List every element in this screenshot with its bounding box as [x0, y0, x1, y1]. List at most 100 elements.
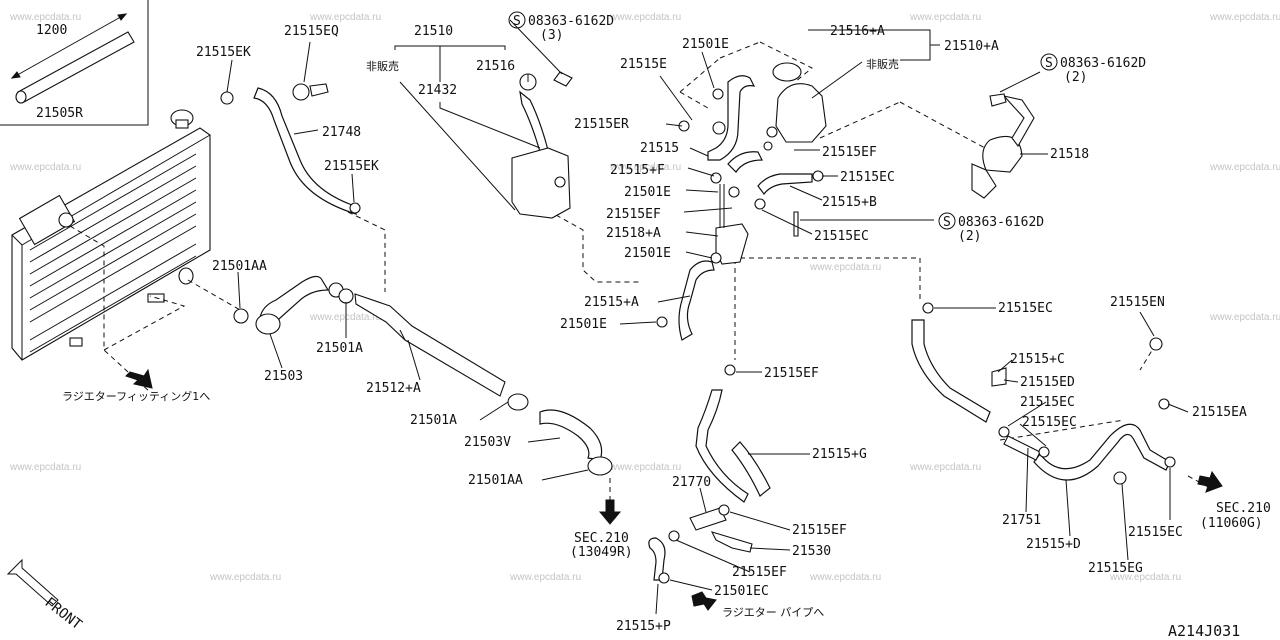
arrow-to-radiator-fitting [125, 368, 153, 389]
watermark: www.epcdata.ru [309, 12, 381, 23]
label-21751: 21751 [1002, 513, 1041, 528]
label-21530: 21530 [792, 544, 831, 559]
label-21515eq: 21515EQ [284, 24, 339, 39]
label-21510: 21510 [414, 24, 453, 39]
label-bolt-3: 08363-6162D [528, 14, 614, 29]
label-21512a: 21512+A [366, 381, 421, 396]
label-21515ek-a: 21515EK [196, 45, 251, 60]
bolt-s-icon [1040, 53, 1058, 71]
label-21515ec-f: 21515EC [1128, 525, 1183, 540]
label-21515e: 21515E [620, 57, 667, 72]
label-21501aa-a: 21501AA [212, 259, 267, 274]
watermark: www.epcdata.ru [609, 462, 681, 473]
label-21515ec-d: 21515EC [1020, 395, 1075, 410]
label-21515g: 21515+G [812, 447, 867, 462]
label-21516a: 21516+A [830, 24, 885, 39]
label-21503: 21503 [264, 369, 303, 384]
label-not-for-sale-a: 非販売 [366, 60, 399, 73]
label-21515ek-b: 21515EK [324, 159, 379, 174]
label-21515p: 21515+P [616, 619, 671, 634]
label-21515ef-c: 21515EF [792, 523, 847, 538]
hoses [253, 62, 1171, 581]
label-radiator-fitting: ラジエターフィッティング1へ [62, 389, 210, 403]
watermark: www.epcdata.ru [209, 572, 281, 583]
dashed-connections [69, 41, 1211, 508]
watermark-grid: www.epcdata.ru www.epcdata.ru www.epcdat… [9, 12, 1280, 583]
label-bolt-3-qty: (3) [540, 28, 563, 43]
label-21501e-mid2: 21501E [624, 246, 671, 261]
label-bolt-2a-qty: (2) [1064, 70, 1087, 85]
label-21432: 21432 [418, 83, 457, 98]
bolt-s-icon [508, 11, 526, 29]
bolt-s-icon: S [513, 14, 521, 29]
label-21515ec-e: 21515EC [1022, 415, 1077, 430]
label-21515ef-d: 21515EF [732, 565, 787, 580]
watermark: www.epcdata.ru [1209, 312, 1280, 323]
label-21515c: 21515+C [1010, 352, 1065, 367]
watermark: www.epcdata.ru [609, 12, 681, 23]
bolt-s-icon: S [1045, 56, 1053, 71]
label-21515ed: 21515ED [1020, 375, 1075, 390]
label-21515eg: 21515EG [1088, 561, 1143, 576]
label-21515a: 21515+A [584, 295, 639, 310]
clamps [220, 71, 1176, 584]
label-21518a: 21518+A [606, 226, 661, 241]
label-21515f: 21515+F [610, 163, 665, 178]
arrow-to-sec210-a [598, 499, 622, 525]
direction-arrows [6, 368, 1223, 611]
label-sec210-a-ref: (13049R) [570, 545, 633, 560]
label-21501ec: 21501EC [714, 584, 769, 599]
label-21503v: 21503V [464, 435, 511, 450]
label-21515ef-b: 21515EF [764, 366, 819, 381]
watermark: www.epcdata.ru [9, 12, 81, 23]
label-21515ec-b: 21515EC [814, 229, 869, 244]
bolt-symbols: S S S [508, 11, 1058, 230]
front-arrow [6, 558, 59, 607]
label-21515: 21515 [640, 141, 679, 156]
arrow-to-sec210-b [1197, 470, 1223, 493]
part-labels: 21515EK 21515EQ 21510 非販売 21516 21432 08… [42, 14, 1271, 640]
label-21515er: 21515ER [574, 117, 629, 132]
label-21501a-b: 21501A [410, 413, 457, 428]
label-sec210-b: SEC.210 [1216, 501, 1271, 516]
label-21748: 21748 [322, 125, 361, 140]
label-sec210-b-ref: (11060G) [1200, 516, 1263, 531]
watermark: www.epcdata.ru [509, 572, 581, 583]
label-21515ef-a: 21515EF [606, 207, 661, 222]
label-not-for-sale-b: 非販売 [866, 58, 899, 71]
label-radiator-pipe: ラジエター パイプへ [722, 606, 824, 619]
label-21770: 21770 [672, 475, 711, 490]
watermark: www.epcdata.ru [1109, 572, 1181, 583]
watermark: www.epcdata.ru [1209, 162, 1280, 173]
arrow-to-radiator-pipe [691, 591, 717, 611]
label-21501e-mid1: 21501E [624, 185, 671, 200]
watermark: www.epcdata.ru [1209, 12, 1280, 23]
watermark: www.epcdata.ru [809, 572, 881, 583]
label-21501aa-b: 21501AA [468, 473, 523, 488]
watermark: www.epcdata.ru [309, 312, 381, 323]
radiator [11, 109, 211, 361]
label-21501e-low: 21501E [560, 317, 607, 332]
watermark: www.epcdata.ru [609, 162, 681, 173]
label-21515ea: 21515EA [1192, 405, 1247, 420]
label-21515ec-a: 21515EC [840, 170, 895, 185]
label-21515ec-c: 21515EC [998, 301, 1053, 316]
label-21501a-a: 21501A [316, 341, 363, 356]
label-bolt-2b: 08363-6162D [958, 215, 1044, 230]
inset-hose-21505r: 1200 21505R [0, 0, 149, 126]
bolt-s-icon: S [943, 215, 951, 230]
diagram-code: A214J031 [1168, 622, 1240, 640]
label-21515d: 21515+D [1026, 537, 1081, 552]
label-21515ef-top: 21515EF [822, 145, 877, 160]
label-bolt-2a: 08363-6162D [1060, 56, 1146, 71]
inset-length-label: 1200 [36, 23, 67, 38]
watermark: www.epcdata.ru [909, 462, 981, 473]
leader-lines [226, 19, 1189, 615]
watermark: www.epcdata.ru [909, 12, 981, 23]
label-21501e-top: 21501E [682, 37, 729, 52]
bolt-s-icon [938, 212, 956, 230]
label-21515en: 21515EN [1110, 295, 1165, 310]
watermark: www.epcdata.ru [9, 462, 81, 473]
